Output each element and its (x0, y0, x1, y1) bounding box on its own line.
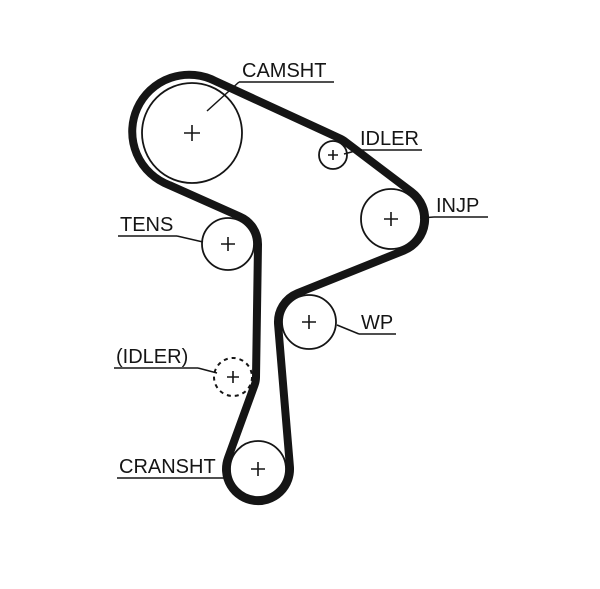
water-pump-leader-line (336, 324, 360, 335)
crankshaft-center-cross-icon (251, 462, 265, 476)
tensioner-pulley (201, 217, 255, 271)
optional-idler-label-group: (IDLER) (114, 346, 218, 374)
idler-center-cross-icon (328, 150, 338, 160)
injection-pump-center-cross-icon (384, 212, 398, 226)
optional-idler-pulley (213, 357, 253, 397)
optional-idler-center-cross-icon (227, 371, 239, 383)
crankshaft-label-group: CRANSHT (117, 456, 231, 479)
tensioner-leader-line (176, 235, 204, 243)
camshaft-center-cross-icon (184, 125, 200, 141)
idler-leader-line (343, 149, 360, 155)
optional-idler-label: (IDLER) (116, 346, 188, 368)
crankshaft-label: CRANSHT (119, 456, 216, 478)
camshaft-label-group: CAMSHT (206, 60, 334, 112)
timing-belt-path (128, 70, 430, 506)
water-pump-label-group: WP (336, 312, 396, 335)
injection-pump-label-group: INJP (419, 195, 488, 219)
water-pump-pulley (281, 294, 337, 350)
water-pump-center-cross-icon (302, 315, 316, 329)
optional-idler-leader-line (197, 367, 218, 374)
camshaft-leader-line (206, 81, 240, 112)
injection-pump-label: INJP (436, 195, 479, 217)
idler-label: IDLER (360, 128, 419, 150)
tensioner-label-group: TENS (118, 214, 204, 243)
injection-pump-leader-line (419, 216, 435, 219)
crankshaft-pulley (229, 440, 287, 498)
water-pump-label: WP (361, 312, 393, 334)
injection-pump-pulley (360, 188, 422, 250)
tensioner-label: TENS (120, 214, 173, 236)
idler-pulley (318, 140, 348, 170)
tensioner-center-cross-icon (221, 237, 235, 251)
camshaft-label: CAMSHT (242, 60, 326, 82)
camshaft-pulley (141, 82, 243, 184)
crankshaft-leader-line (223, 471, 231, 479)
idler-label-group: IDLER (343, 128, 422, 155)
